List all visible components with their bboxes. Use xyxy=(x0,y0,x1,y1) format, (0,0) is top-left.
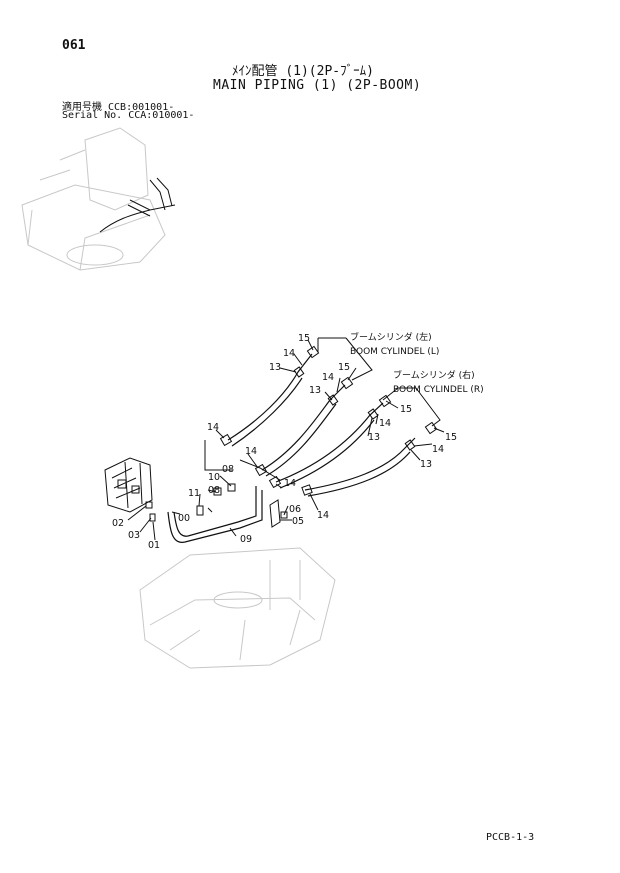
boom-cylinder-right-jp: ブームシリンダ (右) xyxy=(393,369,475,381)
upper-frame-outline xyxy=(139,547,336,669)
callout-13: 13 xyxy=(368,432,380,443)
callout-14: 14 xyxy=(283,348,295,359)
callout-11: 11 xyxy=(188,488,200,499)
callout-03: 03 xyxy=(128,530,140,541)
callout-14: 14 xyxy=(317,510,329,521)
title-japanese: ﾒｲﾝ配管 (1)(2P-ﾌﾞｰﾑ) xyxy=(232,64,374,79)
callout-13: 13 xyxy=(309,385,321,396)
callout-14: 14 xyxy=(245,446,257,457)
callout-09: 09 xyxy=(240,534,252,545)
boom-cylinder-left-en: BOOM CYLINDEL (L) xyxy=(350,347,439,357)
callout-14: 14 xyxy=(432,444,444,455)
callout-08: 08 xyxy=(222,464,234,475)
callout-05: 05 xyxy=(292,516,304,527)
hoses xyxy=(167,353,416,543)
callout-06: 06 xyxy=(289,504,301,515)
boom-cylinder-right-en: BOOM CYLINDEL (R) xyxy=(393,385,484,395)
callout-15: 15 xyxy=(338,362,350,373)
callout-14: 14 xyxy=(284,478,296,489)
part-callouts: 15 14 13 15 14 13 15 14 13 15 14 13 14 1… xyxy=(112,333,457,551)
callout-13: 13 xyxy=(420,459,432,470)
callout-00: 00 xyxy=(178,513,190,524)
callout-14: 14 xyxy=(322,372,334,383)
callout-01: 01 xyxy=(148,540,160,551)
serial-number: Serial No. CCA:010001- xyxy=(62,110,195,121)
callout-10: 10 xyxy=(208,472,220,483)
control-valve xyxy=(104,457,153,513)
title-english: MAIN PIPING (1) (2P-BOOM) xyxy=(213,78,422,93)
callout-15: 15 xyxy=(298,333,310,344)
leader-lines xyxy=(127,339,445,541)
fittings xyxy=(145,345,438,528)
callout-15: 15 xyxy=(400,404,412,415)
serial-applicable-models: 適用号機 CCB:001001- xyxy=(62,102,175,113)
page-number: 061 xyxy=(62,38,86,53)
boom-cylinder-left-jp: ブームシリンダ (左) xyxy=(350,331,432,343)
machine-overview-thumbnail xyxy=(21,127,176,271)
callout-13: 13 xyxy=(269,362,281,373)
page-code: PCCB-1-3 xyxy=(486,832,535,843)
cylinder-group-brackets xyxy=(204,337,441,481)
callout-15: 15 xyxy=(445,432,457,443)
callout-02: 02 xyxy=(112,518,124,529)
callout-14: 14 xyxy=(207,422,219,433)
callout-14: 14 xyxy=(379,418,391,429)
callout-08: 08 xyxy=(208,485,220,496)
